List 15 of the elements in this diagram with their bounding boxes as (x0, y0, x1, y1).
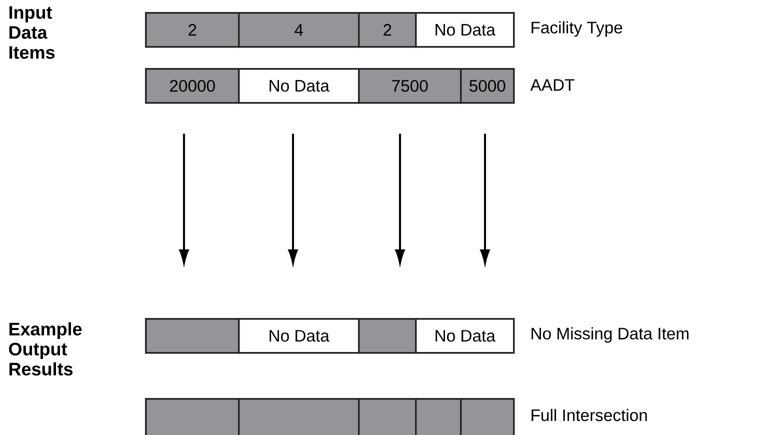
data-cell: No Data (415, 12, 515, 48)
data-cell: 2 (145, 12, 240, 48)
data-cell: No Data (415, 318, 515, 354)
row-label: No Missing Data Item (532, 327, 688, 343)
data-cell: 5000 (460, 68, 515, 104)
row-label: Facility Type (532, 21, 622, 37)
row-label: AADT (530, 79, 574, 91)
data-cell: 7500 (358, 68, 462, 104)
row-label: Full Intersection (532, 408, 647, 422)
data-cell: 20000 (145, 68, 240, 104)
data-cell: No Data (238, 68, 360, 104)
section-heading: Input Data Items (9, 6, 55, 59)
section-heading: Example Output Results (9, 322, 82, 376)
data-cell: No Data (238, 318, 360, 354)
data-cell: 2 (358, 12, 417, 48)
